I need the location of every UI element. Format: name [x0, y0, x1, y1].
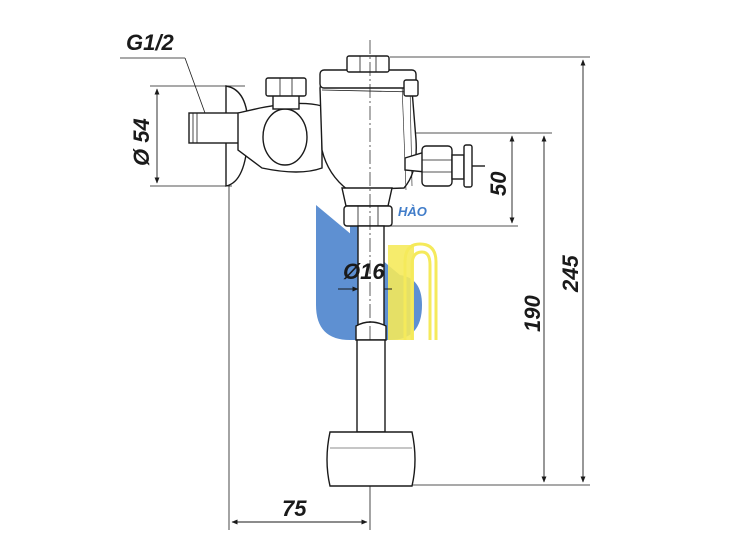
label-inlet-diameter: Ø 54: [129, 118, 154, 166]
outlet-pipe-upper: [357, 225, 385, 327]
pipe-joint: [355, 321, 387, 341]
top-nut: [346, 55, 390, 73]
outlet-nut: [343, 205, 393, 227]
handle-nut: [421, 145, 453, 187]
flush-valve: [188, 55, 485, 487]
label-pipe-diameter: Ø16: [343, 259, 385, 284]
label-thread: G1/2: [126, 30, 174, 55]
label-245: 245: [558, 255, 583, 293]
stop-valve-nut: [265, 77, 307, 97]
label-75: 75: [282, 496, 307, 521]
watermark-yellow-block: [388, 245, 414, 340]
handle-lever: [463, 144, 473, 188]
outlet-pipe-lower: [356, 339, 386, 433]
watermark-yellow-arc-inner: [410, 250, 432, 340]
label-50: 50: [486, 171, 511, 196]
lower-neck: [341, 187, 393, 207]
top-side-knob: [403, 79, 419, 97]
stop-valve-neck: [272, 94, 300, 110]
bottom-foot: [326, 431, 416, 487]
handle-collar: [451, 154, 465, 180]
inlet-thread: [188, 112, 240, 144]
inlet-body-bulge: [262, 108, 308, 166]
watermark-yellow-arcs: [403, 242, 438, 340]
label-190: 190: [520, 295, 545, 332]
watermark-text: HÀO: [398, 204, 427, 219]
